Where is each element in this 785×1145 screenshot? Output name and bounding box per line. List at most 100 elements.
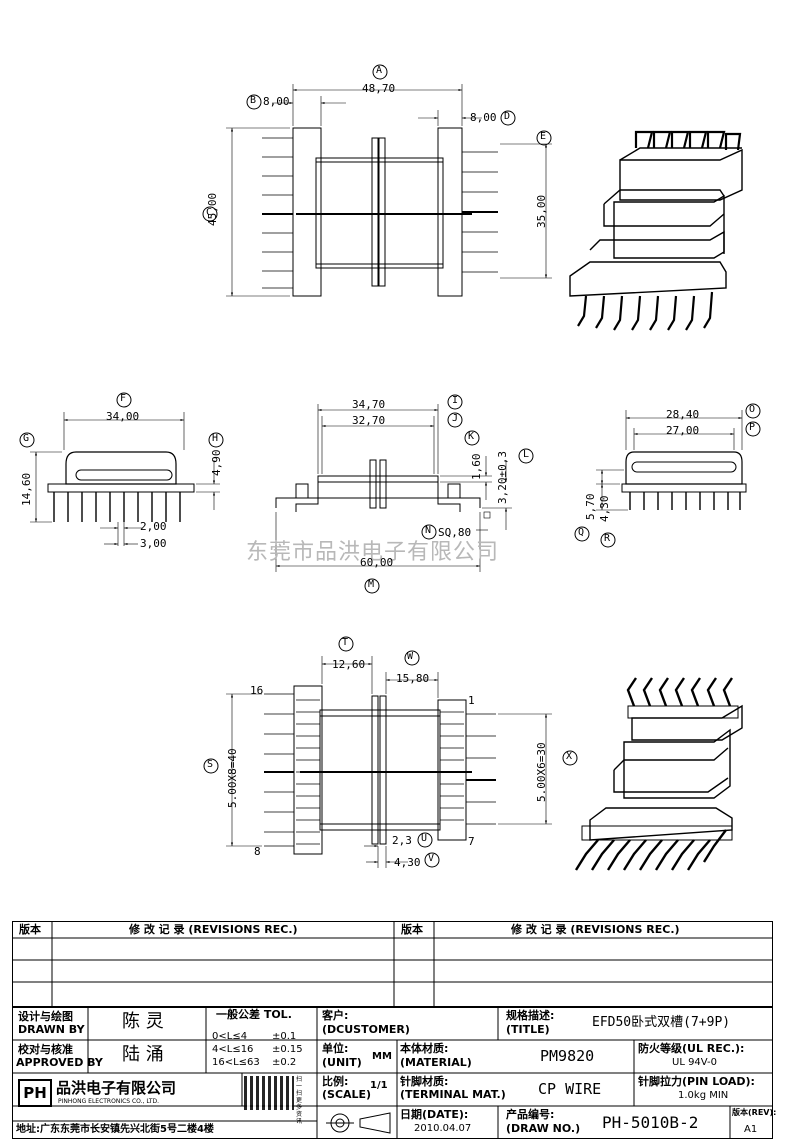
material-value: PM9820: [540, 1047, 595, 1065]
dim-end-outer: 28,40: [666, 408, 700, 421]
marker-v: V: [428, 853, 435, 864]
marker-d: D: [504, 111, 511, 122]
dim-top-height: 45,00: [206, 192, 219, 226]
material-label-cn: 本体材质:: [400, 1042, 449, 1055]
company-address: 地址:广东东莞市长安镇先兴北街5号二楼4楼: [16, 1124, 214, 1135]
drawn-by-label-en: DRAWN BY: [18, 1023, 85, 1036]
marker-k: K: [468, 431, 475, 442]
titleblock-grid: [12, 1007, 773, 1139]
technical-drawing: [19, 64, 761, 871]
dim-side-inner: 32,70: [352, 414, 386, 427]
tolerance-value-3: ±0.2: [272, 1057, 297, 1068]
scale-value: 1/1: [370, 1080, 388, 1091]
dim-bottom-right-width: 15,80: [396, 672, 430, 685]
dim-bottom-gap: 2,3: [392, 834, 412, 847]
pin-number-1: 1: [468, 694, 475, 707]
marker-s: S: [207, 759, 214, 770]
marker-t: T: [342, 637, 349, 648]
customer-label-cn: 客户:: [322, 1009, 349, 1022]
terminal-label-en: (TERMINAL MAT.): [400, 1088, 506, 1101]
date-label: 日期(DATE):: [400, 1108, 469, 1121]
marker-u: U: [421, 833, 428, 844]
watermark: 东莞市品洪电子有限公司: [246, 540, 500, 565]
terminal-value: CP WIRE: [538, 1080, 602, 1098]
marker-w: W: [407, 651, 414, 662]
tolerance-range-1: 0<L≤4: [212, 1031, 248, 1042]
marker-g: G: [23, 433, 30, 444]
dim-bottom-left-width: 12,60: [332, 658, 366, 671]
side-view: [275, 404, 512, 572]
dim-top-left-flange: 8,00: [263, 95, 290, 108]
ul-label: 防火等级(UL REC.):: [638, 1042, 745, 1055]
rev-col-version: 版本: [19, 923, 41, 936]
date-value: 2010.04.07: [414, 1123, 472, 1134]
dim-bottom-slot: 4,30: [394, 856, 421, 869]
dim-bottom-left-pitch: 5.00X8=40: [226, 748, 239, 808]
material-label-en: (MATERIAL): [400, 1056, 472, 1069]
dim-front-width: 34,00: [106, 410, 140, 423]
pin-load-value: 1.0kg MIN: [678, 1090, 729, 1101]
rev-col-record-2: 修 改 记 录 (REVISIONS REC.): [511, 923, 680, 936]
marker-r: R: [604, 533, 611, 544]
marker-n: N: [425, 525, 432, 536]
isometric-view-bottom: [574, 677, 743, 871]
bottom-view: [226, 656, 552, 868]
end-view: [596, 410, 747, 511]
dim-top-right-flange: 8,00: [470, 111, 497, 124]
marker-j: J: [452, 413, 459, 424]
scale-label-cn: 比例:: [322, 1075, 349, 1088]
marker-x: X: [566, 751, 573, 762]
title-label-en: (TITLE): [506, 1023, 550, 1036]
pin-load-label: 针脚拉力(PIN LOAD):: [638, 1075, 755, 1088]
marker-c: C: [206, 207, 213, 218]
company-logo: PH: [18, 1079, 52, 1107]
dim-top-inner: 35,00: [535, 194, 548, 228]
unit-label-cn: 单位:: [322, 1042, 349, 1055]
tolerance-title: 一般公差 TOL.: [216, 1008, 292, 1021]
qr-note: 扫一扫 更多资讯: [296, 1076, 303, 1125]
unit-value: MM: [372, 1051, 392, 1062]
approved-by-value: 陆 涌: [122, 1044, 164, 1065]
unit-label-en: (UNIT): [322, 1056, 362, 1069]
dim-front-pin-width: 3,00: [140, 537, 167, 550]
marker-b: B: [250, 95, 257, 106]
qr-code: [244, 1076, 294, 1110]
dim-front-height-left: 14,60: [20, 472, 33, 506]
marker-h: H: [212, 433, 219, 444]
ul-value: UL 94V-0: [672, 1057, 718, 1068]
marker-p: P: [749, 422, 756, 433]
isometric-view-top: [569, 130, 743, 331]
pin-number-16: 16: [250, 684, 264, 697]
title-label-cn: 规格描述:: [506, 1009, 555, 1022]
marker-m: M: [368, 579, 375, 590]
marker-q: Q: [578, 527, 585, 538]
dim-side-pin-sq: SQ,80: [438, 526, 472, 539]
tolerance-range-2: 4<L≤16: [212, 1044, 254, 1055]
scale-label-en: (SCALE): [322, 1088, 372, 1101]
dim-side-flange: 1,60: [470, 453, 483, 481]
marker-i: I: [452, 395, 459, 406]
front-view: [30, 412, 220, 546]
pin-number-7: 7: [468, 835, 475, 848]
drawno-value: PH-5010B-2: [602, 1113, 699, 1132]
company-name-en: PINHONG ELECTRONICS CO., LTD.: [58, 1098, 160, 1105]
marker-o: O: [749, 404, 756, 415]
revisions-table: 版本 修 改 记 录 (REVISIONS REC.) 版本 修 改 记 录 (…: [12, 921, 773, 1007]
marker-f: F: [120, 393, 127, 404]
terminal-label-cn: 针脚材质:: [400, 1075, 449, 1088]
approved-by-label-cn: 校对与核准: [18, 1043, 73, 1056]
marker-l: L: [523, 449, 530, 460]
dim-front-height-right: 4,90: [210, 449, 223, 477]
drawno-label-en: (DRAW NO.): [506, 1122, 581, 1135]
drawn-by-label-cn: 设计与绘图: [18, 1010, 73, 1023]
marker-a: A: [376, 65, 383, 76]
tolerance-value-2: ±0.15: [272, 1044, 303, 1055]
rev-col-record: 修 改 记 录 (REVISIONS REC.): [129, 923, 298, 936]
dim-end-inner: 27,00: [666, 424, 700, 437]
pin-number-8: 8: [254, 845, 261, 858]
title-value: EFD50卧式双槽(7+9P): [592, 1015, 731, 1030]
tolerance-range-3: 16<L≤63: [212, 1057, 260, 1068]
dim-front-pitch: 2,00: [140, 520, 167, 533]
tolerance-value-1: ±0.1: [272, 1031, 297, 1042]
dim-top-overall: 48,70: [362, 82, 396, 95]
